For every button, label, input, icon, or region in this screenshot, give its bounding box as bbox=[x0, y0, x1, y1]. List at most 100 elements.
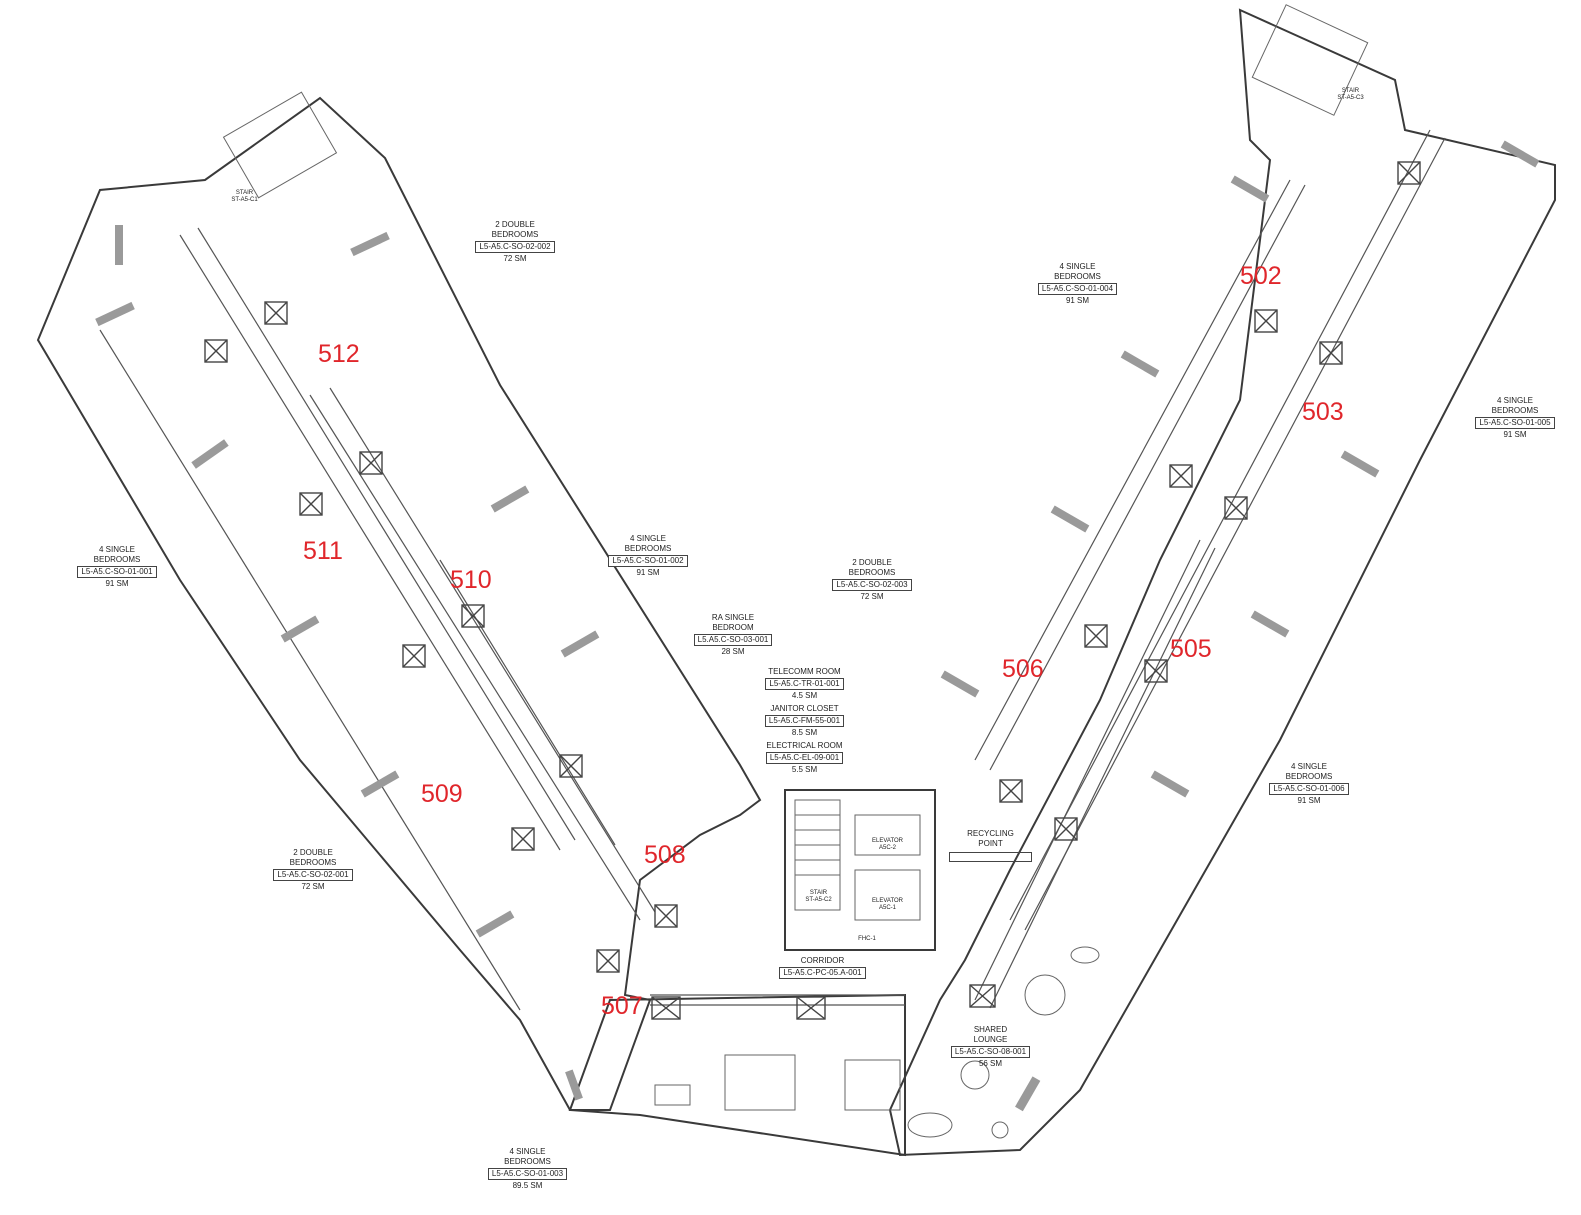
room-title: 2 DOUBLE bbox=[293, 848, 333, 857]
elevator-title: ELEVATOR bbox=[871, 898, 903, 904]
room-label-so-01-005: 4 SINGLE BEDROOMS L5-A5.C-SO-01-005 91 S… bbox=[1470, 396, 1560, 440]
elevator-code: A5C-1 bbox=[878, 905, 896, 911]
left-wing-outline bbox=[36, 96, 762, 1111]
room-title: TELECOMM ROOM bbox=[768, 667, 841, 676]
room-label-so-01-004: 4 SINGLE BEDROOMS L5-A5.C-SO-01-004 91 S… bbox=[1030, 262, 1125, 306]
room-code: L5-A5.C-SO-01-005 bbox=[1475, 417, 1555, 429]
room-area: 72 SM bbox=[301, 882, 325, 891]
room-area: 91 SM bbox=[1503, 430, 1527, 439]
room-area: 91 SM bbox=[636, 568, 660, 577]
room-title: RA SINGLE bbox=[711, 613, 755, 622]
recycling-line1: RECYCLING bbox=[967, 829, 1014, 838]
elevator-code: A5C-2 bbox=[878, 845, 896, 851]
room-title: 2 DOUBLE bbox=[495, 220, 535, 229]
room-title: LOUNGE bbox=[973, 1035, 1008, 1044]
room-label-so-01-006: 4 SINGLE BEDROOMS L5-A5.C-SO-01-006 91 S… bbox=[1264, 762, 1354, 806]
unit-number-502: 502 bbox=[1240, 262, 1282, 290]
stair-title: STAIR bbox=[809, 890, 828, 896]
recycling-box bbox=[949, 852, 1032, 862]
stair-c3-label: STAIR ST-A5-C3 bbox=[1328, 88, 1373, 102]
room-title: 4 SINGLE bbox=[509, 1147, 546, 1156]
room-label-so-01-002: 4 SINGLE BEDROOMS L5-A5.C-SO-01-002 91 S… bbox=[603, 534, 693, 578]
room-title: BEDROOMS bbox=[491, 230, 539, 239]
room-title: BEDROOMS bbox=[848, 568, 896, 577]
unit-number-510: 510 bbox=[450, 566, 492, 594]
room-title: 4 SINGLE bbox=[98, 545, 135, 554]
stair-c1-label: STAIR ST-A5-C1 bbox=[222, 190, 267, 204]
room-area: 28 SM bbox=[721, 647, 745, 656]
room-label-el-09-001: ELECTRICAL ROOM L5-A5.C-EL-09-001 5.5 SM bbox=[757, 741, 852, 775]
unit-number-507: 507 bbox=[601, 992, 643, 1020]
room-title: ELECTRICAL ROOM bbox=[766, 741, 843, 750]
central-block-outline bbox=[568, 993, 906, 1157]
room-title: 4 SINGLE bbox=[1059, 262, 1096, 271]
unit-number-505: 505 bbox=[1170, 635, 1212, 663]
room-code: L5-A5.C-PC-05.A-001 bbox=[779, 967, 866, 979]
room-area: 91 SM bbox=[1297, 796, 1321, 805]
stair-code: ST-A5-C2 bbox=[805, 897, 832, 903]
room-title: BEDROOMS bbox=[289, 858, 337, 867]
stair-hatching bbox=[222, 4, 1369, 921]
unit-number-512: 512 bbox=[318, 340, 360, 368]
room-code: L5-A5.C-EL-09-001 bbox=[765, 752, 844, 764]
room-code: L5-A5.C-SO-02-001 bbox=[273, 869, 353, 881]
room-title: 4 SINGLE bbox=[1290, 762, 1327, 771]
unit-number-509: 509 bbox=[421, 780, 463, 808]
room-code: L5-A5.C-SO-01-002 bbox=[608, 555, 688, 567]
corridor-lines bbox=[99, 129, 1446, 1011]
room-area: 56 SM bbox=[978, 1059, 1003, 1068]
room-title: BEDROOMS bbox=[93, 555, 141, 564]
shafts bbox=[204, 161, 1421, 1020]
room-title: BEDROOMS bbox=[504, 1157, 551, 1166]
elevator-2-label: ELEVATOR A5C-2 bbox=[865, 838, 910, 852]
elevator-1-label: ELEVATOR A5C-1 bbox=[865, 898, 910, 912]
stair-c2-label: STAIR ST-A5-C2 bbox=[796, 890, 841, 904]
room-title: BEDROOMS bbox=[1285, 772, 1333, 781]
room-label-fm-55-001: JANITOR CLOSET L5-A5.C-FM-55-001 8.5 SM bbox=[757, 704, 852, 738]
recycling-line2: POINT bbox=[978, 839, 1003, 848]
right-wing-outline bbox=[888, 8, 1556, 1157]
room-label-corridor: CORRIDOR L5-A5.C-PC-05.A-001 bbox=[775, 956, 870, 980]
room-code: L5-A5.C-SO-02-003 bbox=[832, 579, 912, 591]
stair-title: STAIR bbox=[1341, 88, 1360, 94]
room-area: 91 SM bbox=[1065, 296, 1090, 305]
stair-title: STAIR bbox=[235, 190, 254, 196]
room-label-so-01-001: 4 SINGLE BEDROOMS L5-A5.C-SO-01-001 91 S… bbox=[72, 545, 162, 589]
room-area: 89.5 SM bbox=[512, 1181, 543, 1190]
room-code: L5-A5.C-SO-02-002 bbox=[475, 241, 555, 253]
room-code: L5-A5.C-SO-01-001 bbox=[77, 566, 157, 578]
room-code: L5-A5.C-SO-01-006 bbox=[1269, 783, 1349, 795]
room-title: BEDROOMS bbox=[1491, 406, 1539, 415]
room-code: L5-A5.C-SO-08-001 bbox=[950, 1046, 1031, 1058]
room-title: BEDROOM bbox=[712, 623, 754, 632]
room-title: CORRIDOR bbox=[800, 956, 845, 965]
building-walls bbox=[36, 8, 1556, 1157]
room-title: 2 DOUBLE bbox=[852, 558, 892, 567]
room-title: SHARED bbox=[973, 1025, 1008, 1034]
room-area: 5.5 SM bbox=[791, 765, 818, 774]
room-label-so-02-002: 2 DOUBLE BEDROOMS L5-A5.C-SO-02-002 72 S… bbox=[470, 220, 560, 264]
room-label-so-03-001: RA SINGLE BEDROOM L5.A5.C-SO-03-001 28 S… bbox=[688, 613, 778, 657]
room-title: JANITOR CLOSET bbox=[770, 704, 839, 713]
room-code: L5-A5.C-SO-01-004 bbox=[1037, 283, 1118, 295]
core-block bbox=[784, 789, 936, 951]
unit-number-511: 511 bbox=[303, 537, 343, 565]
room-label-so-08-001: SHARED LOUNGE L5-A5.C-SO-08-001 56 SM bbox=[943, 1025, 1038, 1069]
unit-number-503: 503 bbox=[1302, 398, 1344, 426]
room-title: BEDROOMS bbox=[624, 544, 672, 553]
stair-code: ST-A5-C1 bbox=[231, 197, 258, 203]
fhc-label: FHC-1 bbox=[858, 936, 876, 942]
room-label-tr-01-001: TELECOMM ROOM L5-A5.C-TR-01-001 4.5 SM bbox=[757, 667, 852, 701]
room-title: 4 SINGLE bbox=[1496, 396, 1533, 405]
unit-number-508: 508 bbox=[644, 841, 686, 869]
room-label-so-02-003: 2 DOUBLE BEDROOMS L5-A5.C-SO-02-003 72 S… bbox=[827, 558, 917, 602]
stair-code: ST-A5-C3 bbox=[1337, 95, 1364, 101]
recycling-point-label: RECYCLING POINT bbox=[943, 829, 1038, 862]
unit-number-506: 506 bbox=[1002, 655, 1044, 683]
room-label-so-02-001: 2 DOUBLE BEDROOMS L5-A5.C-SO-02-001 72 S… bbox=[268, 848, 358, 892]
room-area: 91 SM bbox=[105, 579, 129, 588]
room-code: L5.A5.C-SO-03-001 bbox=[693, 634, 773, 646]
room-area: 72 SM bbox=[860, 592, 884, 601]
elevator-title: ELEVATOR bbox=[871, 838, 903, 844]
